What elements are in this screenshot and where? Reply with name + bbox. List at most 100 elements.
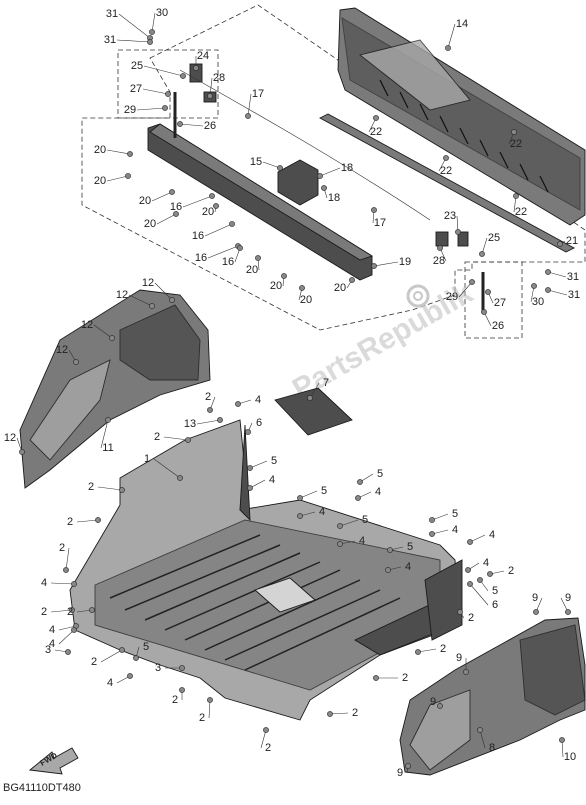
callout-c2e[interactable]: 2 (67, 516, 73, 528)
callout-c2n[interactable]: 2 (352, 707, 358, 719)
callout-c2j[interactable]: 2 (91, 656, 97, 668)
callout-c12e[interactable]: 12 (4, 432, 16, 444)
callout-c4f[interactable]: 4 (452, 524, 458, 536)
callout-c4g[interactable]: 4 (405, 561, 411, 573)
callout-c25a[interactable]: 25 (131, 60, 143, 72)
callout-c7[interactable]: 7 (323, 377, 329, 389)
callout-c27b[interactable]: 27 (494, 297, 506, 309)
callout-c28b[interactable]: 28 (433, 255, 445, 267)
callout-c5f[interactable]: 5 (407, 541, 413, 553)
callout-c20a[interactable]: 20 (94, 144, 106, 156)
callout-c5b[interactable]: 5 (321, 485, 327, 497)
callout-c22d[interactable]: 22 (510, 138, 522, 150)
callout-c3a[interactable]: 3 (45, 644, 51, 656)
callout-c19[interactable]: 19 (399, 256, 411, 268)
callout-c26b[interactable]: 26 (492, 320, 504, 332)
callout-c5a[interactable]: 5 (271, 455, 277, 467)
callout-c5c[interactable]: 5 (377, 468, 383, 480)
callout-c16d[interactable]: 16 (222, 256, 234, 268)
callout-c9e[interactable]: 9 (397, 767, 403, 779)
callout-c31c[interactable]: 31 (567, 271, 579, 283)
callout-c2k[interactable]: 2 (172, 694, 178, 706)
callout-c9d[interactable]: 9 (430, 696, 436, 708)
callout-c1[interactable]: 1 (144, 453, 150, 465)
callout-c3b[interactable]: 3 (155, 662, 161, 674)
callout-c2g[interactable]: 2 (41, 606, 47, 618)
callout-c4m[interactable]: 4 (107, 677, 113, 689)
callout-c20h[interactable]: 20 (300, 294, 312, 306)
callout-c2o[interactable]: 2 (440, 643, 446, 655)
callout-c29a[interactable]: 29 (124, 104, 136, 116)
callout-c2a[interactable]: 2 (205, 391, 211, 403)
callout-c20i[interactable]: 20 (334, 282, 346, 294)
callout-c5d[interactable]: 5 (362, 514, 368, 526)
callout-c12a[interactable]: 12 (142, 277, 154, 289)
callout-c4h[interactable]: 4 (489, 529, 495, 541)
callout-c4b[interactable]: 4 (269, 474, 275, 486)
callout-c14[interactable]: 14 (456, 18, 468, 30)
callout-c15[interactable]: 15 (250, 156, 262, 168)
callout-c22b[interactable]: 22 (440, 165, 452, 177)
callout-c13[interactable]: 13 (184, 418, 196, 430)
callout-c31d[interactable]: 31 (568, 289, 580, 301)
callout-c17b[interactable]: 17 (374, 217, 386, 229)
callout-c30b[interactable]: 30 (532, 296, 544, 308)
callout-c12b[interactable]: 12 (116, 289, 128, 301)
callout-c4c[interactable]: 4 (319, 506, 325, 518)
callout-c12c[interactable]: 12 (81, 319, 93, 331)
callout-c9b[interactable]: 9 (565, 592, 571, 604)
callout-c16c[interactable]: 16 (195, 252, 207, 264)
callout-c2f[interactable]: 2 (59, 542, 65, 554)
callout-c5h[interactable]: 5 (143, 641, 149, 653)
callout-c9c[interactable]: 9 (456, 652, 462, 664)
callout-c28a[interactable]: 28 (213, 72, 225, 84)
callout-c20e[interactable]: 20 (202, 206, 214, 218)
callout-c29b[interactable]: 29 (446, 291, 458, 303)
callout-c18a[interactable]: 18 (341, 162, 353, 174)
callout-c31a[interactable]: 31 (106, 8, 118, 20)
callout-c21[interactable]: 21 (566, 235, 578, 247)
callout-c4e[interactable]: 4 (359, 535, 365, 547)
callout-c2p[interactable]: 2 (402, 672, 408, 684)
callout-c2l[interactable]: 2 (199, 712, 205, 724)
callout-c4l[interactable]: 4 (49, 638, 55, 650)
callout-c24a[interactable]: 24 (197, 50, 209, 62)
callout-c4j[interactable]: 4 (41, 577, 47, 589)
callout-c20c[interactable]: 20 (139, 195, 151, 207)
callout-c31b[interactable]: 31 (104, 34, 116, 46)
callout-c4i[interactable]: 4 (483, 557, 489, 569)
callout-c25b[interactable]: 25 (488, 232, 500, 244)
callout-c16b[interactable]: 16 (192, 230, 204, 242)
callout-c5e[interactable]: 5 (452, 508, 458, 520)
callout-c20d[interactable]: 20 (144, 218, 156, 230)
callout-c22a[interactable]: 22 (370, 126, 382, 138)
callout-c2h[interactable]: 2 (468, 612, 474, 624)
callout-c2d[interactable]: 2 (88, 481, 94, 493)
callout-c2m[interactable]: 2 (265, 742, 271, 754)
callout-c12d[interactable]: 12 (56, 344, 68, 356)
callout-c4a[interactable]: 4 (255, 394, 261, 406)
callout-c10[interactable]: 10 (564, 751, 576, 763)
callout-c2b[interactable]: 2 (154, 431, 160, 443)
callout-c20g[interactable]: 20 (270, 280, 282, 292)
callout-c16a[interactable]: 16 (170, 201, 182, 213)
callout-c6b[interactable]: 6 (492, 599, 498, 611)
callout-c22c[interactable]: 22 (515, 206, 527, 218)
callout-c5g[interactable]: 5 (492, 585, 498, 597)
callout-c23[interactable]: 23 (444, 210, 456, 222)
callout-c6a[interactable]: 6 (256, 417, 262, 429)
callout-c4d[interactable]: 4 (375, 486, 381, 498)
callout-c2i[interactable]: 2 (67, 606, 73, 618)
callout-c18b[interactable]: 18 (328, 192, 340, 204)
callout-c8[interactable]: 8 (489, 742, 495, 754)
callout-c20b[interactable]: 20 (94, 175, 106, 187)
callout-c30a[interactable]: 30 (156, 7, 168, 19)
callout-c2c[interactable]: 2 (508, 565, 514, 577)
callout-c11[interactable]: 11 (102, 442, 113, 454)
callout-c27a[interactable]: 27 (130, 83, 142, 95)
callout-c20f[interactable]: 20 (246, 264, 258, 276)
callout-c17a[interactable]: 17 (252, 88, 264, 100)
callout-c9a[interactable]: 9 (532, 592, 538, 604)
callout-c4k[interactable]: 4 (49, 624, 55, 636)
callout-c26a[interactable]: 26 (204, 120, 216, 132)
